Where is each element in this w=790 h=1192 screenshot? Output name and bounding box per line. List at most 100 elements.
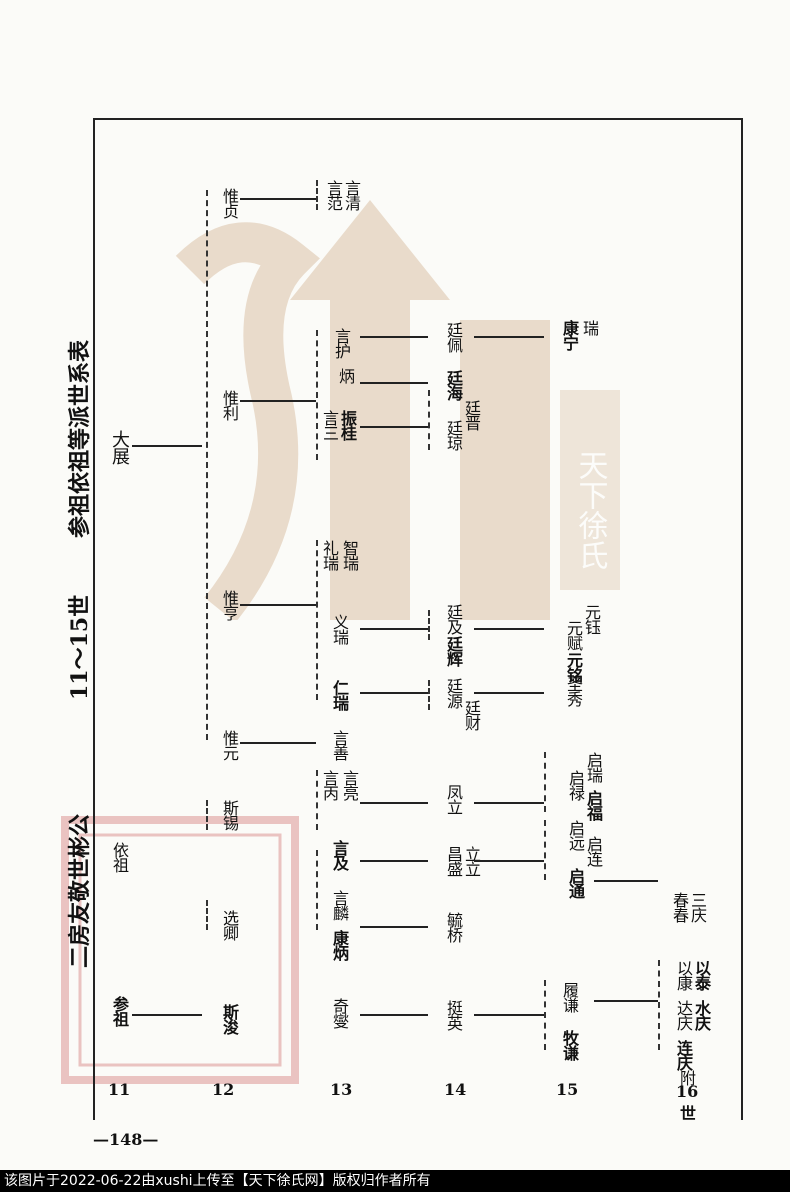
row-label-16: 16	[676, 1082, 699, 1101]
connector-line	[544, 980, 546, 1050]
person-dazhan: 大展	[109, 430, 130, 464]
person-feng: 凤立	[444, 784, 463, 814]
connector-line	[206, 800, 208, 830]
person-tingjin: 廷晋	[462, 400, 481, 430]
person-sanqing: 三庆	[688, 892, 707, 922]
person-xuanqing: 选卿	[220, 910, 239, 940]
person-yirui: 义瑞	[330, 614, 349, 644]
person-tingqiong: 廷琼	[444, 420, 463, 450]
connector-line	[360, 382, 428, 384]
person-yuanming: 元铭	[564, 652, 583, 682]
person-yanliang: 言亮	[340, 770, 359, 800]
person-daqing: 达庆	[674, 1000, 693, 1030]
connector-line	[316, 540, 318, 700]
row-label-12: 12	[212, 1080, 235, 1099]
person-zhengui: 振桂	[338, 410, 357, 440]
row-label-13: 13	[330, 1080, 353, 1099]
connector-line	[474, 336, 544, 338]
row-label-11: 11	[108, 1080, 131, 1099]
connector-line	[316, 770, 318, 830]
connector-line	[594, 880, 658, 882]
person-lvqian: 履谦	[560, 982, 579, 1012]
connector-line	[240, 198, 316, 200]
person-kangrui: 瑞	[580, 320, 599, 335]
person-lirui: 礼瑞	[320, 540, 339, 570]
person-tinghai: 廷海	[444, 370, 463, 400]
connector-line	[240, 400, 316, 402]
connector-line	[428, 390, 430, 450]
person-chunchun: 春春	[670, 892, 689, 922]
person-bing: 炳	[336, 368, 355, 383]
connector-line	[132, 445, 202, 447]
person-weili: 惟利	[220, 390, 239, 420]
person-yanbing: 言丙	[320, 770, 339, 800]
watermark-logo: 天下徐氏	[175, 200, 620, 620]
connector-line	[474, 628, 544, 630]
table-title: 参祖依祖等派世系表	[67, 339, 93, 538]
person-weizhen: 惟贞	[220, 188, 239, 218]
person-yanhu: 言护	[332, 328, 351, 358]
connector-line	[360, 692, 428, 694]
connector-line	[316, 850, 318, 930]
person-tingpei: 廷佩	[444, 322, 463, 352]
connector-line	[206, 190, 208, 740]
connector-line	[658, 960, 660, 1050]
person-qifu: 启福	[584, 790, 603, 820]
person-li: 立立	[462, 846, 481, 876]
connector-line	[474, 692, 544, 694]
connector-line	[360, 926, 428, 928]
person-qitong: 启通	[566, 868, 585, 898]
row-label-14: 14	[444, 1080, 467, 1099]
person-shuiqing: 水庆	[692, 1000, 711, 1030]
connector-line	[206, 900, 208, 930]
person-yanfan: 言范	[324, 180, 343, 210]
person-yansan: 言三	[320, 410, 339, 440]
person-yu: 毓桥	[444, 912, 463, 942]
person-lianqing: 连庆	[674, 1040, 693, 1070]
connector-line	[316, 180, 318, 210]
branch-title: 二房友敬世彬公	[67, 813, 93, 968]
connector-line	[544, 752, 546, 812]
connector-line	[240, 742, 316, 744]
person-kangbing: 康炳	[330, 930, 349, 960]
person-muqian: 牧谦	[560, 1030, 579, 1060]
person-kangning: 康宁	[560, 320, 579, 350]
person-weiheng: 惟亨	[220, 590, 239, 620]
person-zhirui: 智瑞	[340, 540, 359, 570]
connector-line	[428, 680, 430, 710]
person-qilian: 启连	[584, 836, 603, 866]
person-qiyuan: 启远	[566, 820, 585, 850]
person-qilu: 启禄	[566, 770, 585, 800]
connector-line	[360, 426, 428, 428]
person-tingcai: 廷财	[462, 700, 481, 730]
page-number: —148—	[93, 1130, 159, 1149]
connector-line	[360, 628, 428, 630]
person-sijun: 斯浚	[220, 1004, 239, 1034]
connector-line	[360, 1014, 428, 1016]
connector-line	[474, 802, 544, 804]
person-qirui: 启瑞	[584, 752, 603, 782]
person-yuanfu: 元赋	[564, 620, 583, 650]
person-changsheng: 昌盛	[444, 846, 463, 876]
collector-seal	[61, 816, 299, 1084]
person-tinghui2: 廷辉	[444, 636, 463, 666]
person-qixie: 奇燮	[330, 998, 349, 1028]
person-yanshan: 言善	[330, 730, 349, 760]
connector-line	[544, 820, 546, 880]
person-yanlin: 言麟	[330, 890, 349, 920]
person-weiyuan: 惟元	[220, 730, 239, 760]
connector-line	[594, 1000, 658, 1002]
person-yanqing: 言清	[342, 180, 361, 210]
person-tingying: 挺英	[444, 1000, 463, 1030]
connector-line	[474, 1014, 544, 1016]
upload-footer: 该图片于2022-06-22由xushi上传至【天下徐氏网】版权归作者所有	[0, 1170, 790, 1192]
row-label-appendix: 附	[680, 1069, 697, 1088]
row-label-gen: 世	[680, 1104, 697, 1123]
person-canzu: 参祖	[110, 996, 129, 1026]
connector-line	[474, 860, 544, 862]
svg-text:天下徐氏: 天下徐氏	[573, 450, 609, 570]
person-yuansheng: 圣秀	[564, 676, 583, 706]
person-yikang: 以康	[674, 960, 693, 990]
person-yanji: 言及	[330, 840, 349, 870]
